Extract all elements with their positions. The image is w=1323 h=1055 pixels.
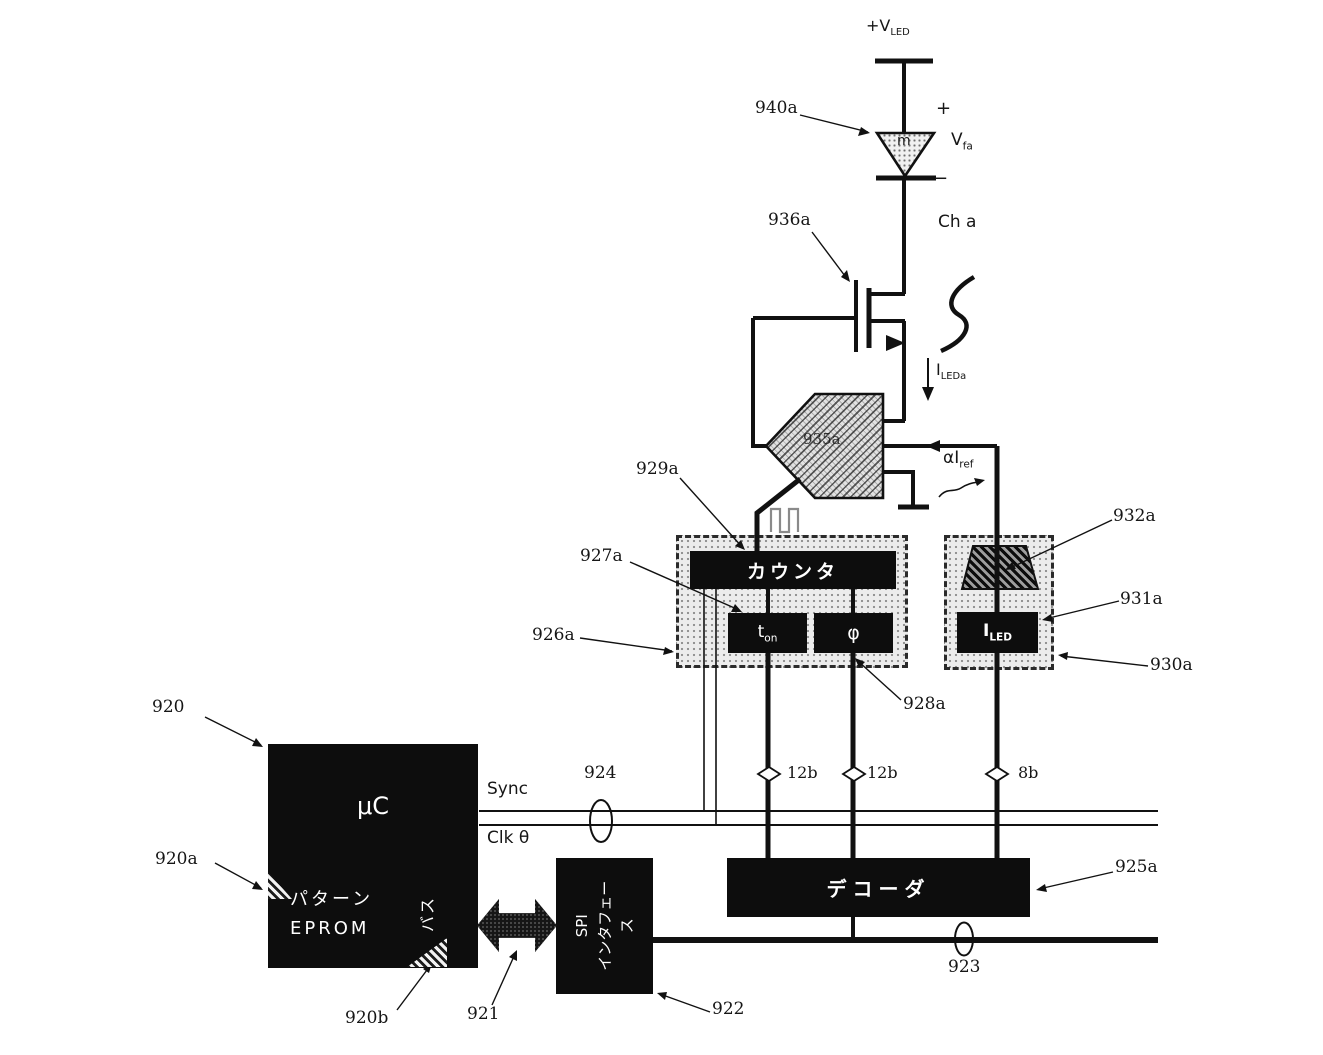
sync-clk-tap-ellipse <box>589 799 613 843</box>
bus-width-8b-iled: 8b <box>1018 763 1039 782</box>
mcu-bus-label: バス <box>418 895 438 933</box>
iled-register-box: ILED <box>957 612 1038 653</box>
led-m-label: m <box>897 133 911 149</box>
ton-register-box: ton <box>728 613 807 653</box>
pulse-waveform-icon <box>769 507 800 534</box>
vfa-label: Vfa <box>951 130 973 153</box>
fet-source-arrow <box>886 335 905 351</box>
counter-label: カウンタ <box>746 560 839 583</box>
bus-tap-ellipse <box>954 921 974 957</box>
channel-squiggle-icon <box>940 275 976 354</box>
wire-arrowheads <box>886 335 940 452</box>
leader-lines <box>204 114 1149 1013</box>
symbol-outlines <box>589 131 1040 957</box>
wires <box>479 58 1158 943</box>
ref-930a: 930a <box>1150 655 1193 675</box>
led-icon <box>874 131 937 179</box>
sync-label: Sync <box>487 779 528 799</box>
counter-box: カウンタ <box>690 551 896 589</box>
ref-squiggle-head <box>974 478 985 486</box>
ref-921: 921 <box>467 1004 500 1024</box>
ref-931a: 931a <box>1120 589 1163 609</box>
decoder-label: デコーダ <box>826 877 931 901</box>
pwm-out-wire <box>754 477 802 552</box>
ref-932a: 932a <box>1113 506 1156 526</box>
led-plus-label: + <box>936 98 952 119</box>
mcu-title: μC <box>356 792 390 820</box>
ref-922: 922 <box>712 999 745 1019</box>
bus-width-marker <box>756 765 782 783</box>
ref-920a: 920a <box>155 849 198 869</box>
ref-936a: 936a <box>768 210 811 230</box>
iled-register-label: ILED <box>983 621 1012 644</box>
vled-supply-label: +VLED <box>866 16 910 39</box>
ref-926a: 926a <box>532 625 575 645</box>
ref-935a: 935a <box>803 430 841 448</box>
ref-928a: 928a <box>903 694 946 714</box>
bus-width-12b-ton: 12b <box>787 763 818 782</box>
iref-label: αIref <box>943 448 974 471</box>
ref-924: 924 <box>584 763 617 783</box>
phi-register-box: φ <box>814 613 893 653</box>
ref-940a: 940a <box>755 98 798 118</box>
dac-trapezoid <box>962 546 1038 589</box>
ref-925a: 925a <box>1115 857 1158 877</box>
ref-929a: 929a <box>636 459 679 479</box>
ton-label: ton <box>757 621 778 645</box>
bus-width-12b-phi: 12b <box>867 763 898 782</box>
gate-feedback-wire <box>751 316 856 448</box>
ref-923: 923 <box>948 957 981 977</box>
iled-current-label: ILEDa <box>936 360 967 383</box>
phi-label: φ <box>847 622 860 644</box>
ref-920b: 920b <box>345 1008 389 1028</box>
dac-outline <box>960 545 1040 590</box>
ref-squiggle-arrow <box>938 481 979 498</box>
error-amp-outline <box>764 392 885 500</box>
channel-a-label: Ch a <box>938 212 977 232</box>
bus-width-markers <box>756 765 1010 783</box>
led-minus-label: − <box>933 168 949 189</box>
iref-arrow <box>926 440 940 452</box>
decoder-box: デコーダ <box>727 858 1030 917</box>
iled-current-arrow <box>922 387 934 401</box>
ref-920: 920 <box>152 697 185 717</box>
bus-width-marker <box>984 765 1010 783</box>
ref-927a: 927a <box>580 546 623 566</box>
clk-label: Clk θ <box>487 828 530 848</box>
bus-width-marker <box>841 765 867 783</box>
